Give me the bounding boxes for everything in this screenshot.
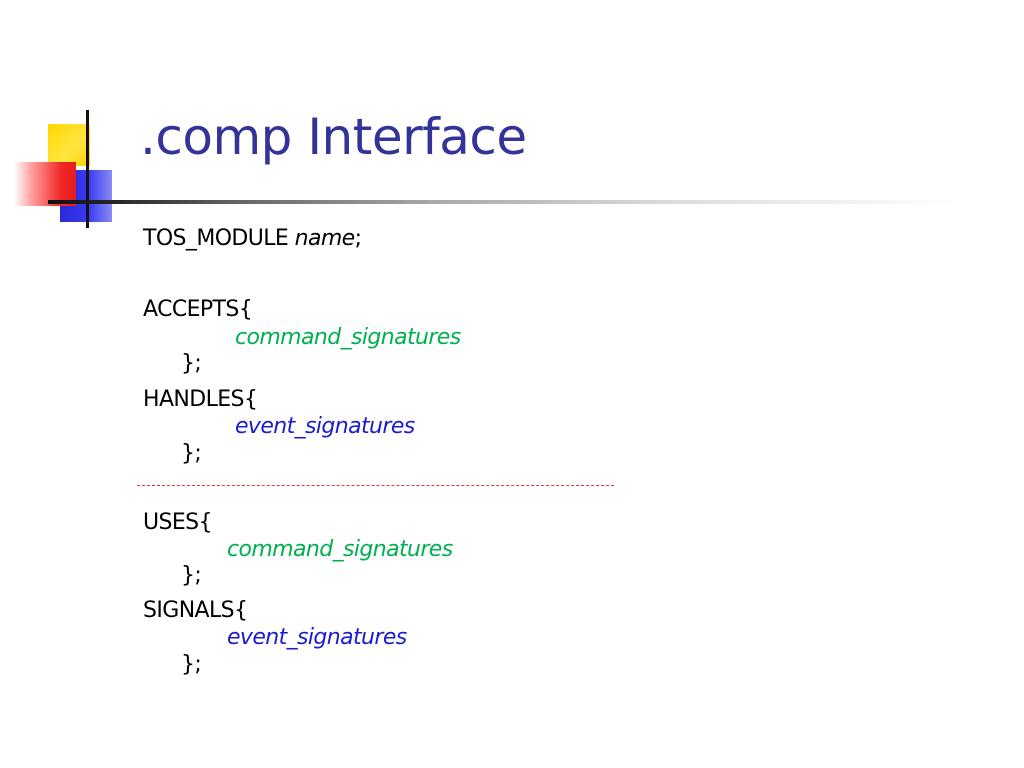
red-square-shape [14,162,76,206]
uses-close: }; [181,563,202,588]
signals-open: SIGNALS{ [143,598,248,623]
handles-open: HANDLES{ [143,387,258,412]
vertical-rule [86,110,89,228]
title-underline-rule [48,200,1008,204]
signals-event-signatures: event_signatures [227,625,407,650]
accepts-open: ACCEPTS{ [143,297,253,322]
slide-title: .comp Interface [140,108,527,166]
handles-close: }; [181,441,202,466]
dashed-divider [137,485,614,486]
uses-command-signatures: command_signatures [227,537,453,562]
accepts-close: }; [181,351,202,376]
uses-open: USES{ [143,510,213,535]
signals-close: }; [181,652,202,677]
yellow-square-shape [48,124,90,166]
accepts-command-signatures: command_signatures [235,325,461,350]
module-keyword: TOS_MODULE [143,226,289,251]
handles-event-signatures: event_signatures [235,414,415,439]
module-line: TOS_MODULE name; [143,226,362,251]
decorative-logo [0,0,160,240]
module-terminator: ; [354,226,362,251]
module-name: name [294,226,356,251]
